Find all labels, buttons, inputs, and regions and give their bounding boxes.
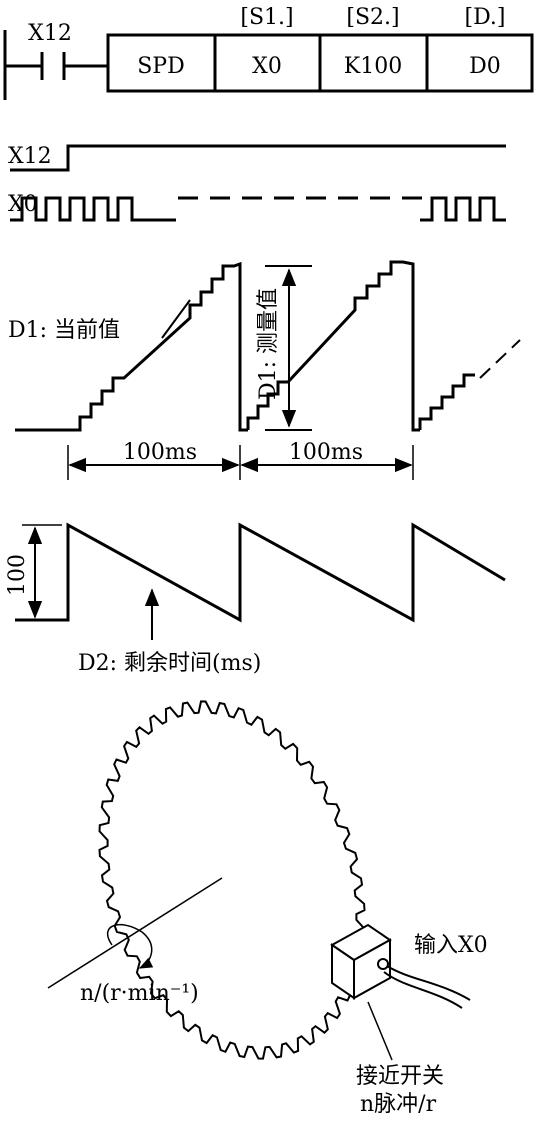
instruction-cell-d: D0 <box>469 54 501 79</box>
operand-header-s2: [S2.] <box>346 5 399 30</box>
x12-signal <box>10 144 506 172</box>
x0-waveform: X0 <box>8 192 506 222</box>
toothed-wheel <box>98 700 366 1060</box>
input-label: 输入X0 <box>414 933 488 958</box>
ladder-rung: X12 SPD X0 K100 D0 [S1.] [S2.] [D.] <box>3 5 534 100</box>
d1-measured-label: D1: 测量值 <box>256 288 281 400</box>
d1-dashed-continuation <box>479 339 521 379</box>
switch-leader <box>367 1001 393 1061</box>
pulse-label: n脉冲/r <box>360 1092 437 1117</box>
switch-label: 接近开关 <box>356 1064 444 1089</box>
switch-cable <box>386 965 471 1001</box>
d2-scale-label: 100 <box>5 554 30 596</box>
d1-current-label: D1: 当前值 <box>8 318 120 343</box>
contact-label: X12 <box>28 21 72 46</box>
gear-assembly: n/(r·min⁻¹) 输入X0 接近开关 n脉冲/r <box>47 700 488 1117</box>
d2-label: D2: 剩余时间(ms) <box>78 651 261 676</box>
wheel-axis <box>47 877 223 989</box>
switch-cable <box>383 971 463 1009</box>
d2-waveform: 100 D2: 剩余时间(ms) <box>5 522 506 676</box>
interval-dimensions: 100ms 100ms <box>67 440 414 480</box>
d1-waveform: D1: 当前值 D1: 测量值 <box>8 260 521 432</box>
d1-staircase-3 <box>418 373 475 430</box>
x0-pulse-train-left <box>10 196 176 222</box>
proximity-switch-icon <box>330 923 471 1009</box>
speed-label: n/(r·min⁻¹) <box>80 981 199 1006</box>
d1-staircase-2 <box>246 260 420 432</box>
interval-label-1: 100ms <box>123 440 197 465</box>
x12-waveform: X12 <box>8 144 506 172</box>
instruction-cell-s1: X0 <box>252 54 282 79</box>
d1-label-leader <box>161 299 191 339</box>
x12-label: X12 <box>8 144 52 169</box>
d1-staircase-1 <box>15 261 248 432</box>
instruction-cell-spd: SPD <box>137 54 185 79</box>
x0-pulse-train-right <box>420 196 506 222</box>
rotation-arrow-icon <box>106 923 154 969</box>
operand-header-s1: [S1.] <box>240 5 293 30</box>
d2-sawtooth <box>15 522 506 623</box>
operand-header-d: [D.] <box>464 5 505 30</box>
interval-label-2: 100ms <box>289 440 363 465</box>
instruction-cell-s2: K100 <box>344 54 402 79</box>
